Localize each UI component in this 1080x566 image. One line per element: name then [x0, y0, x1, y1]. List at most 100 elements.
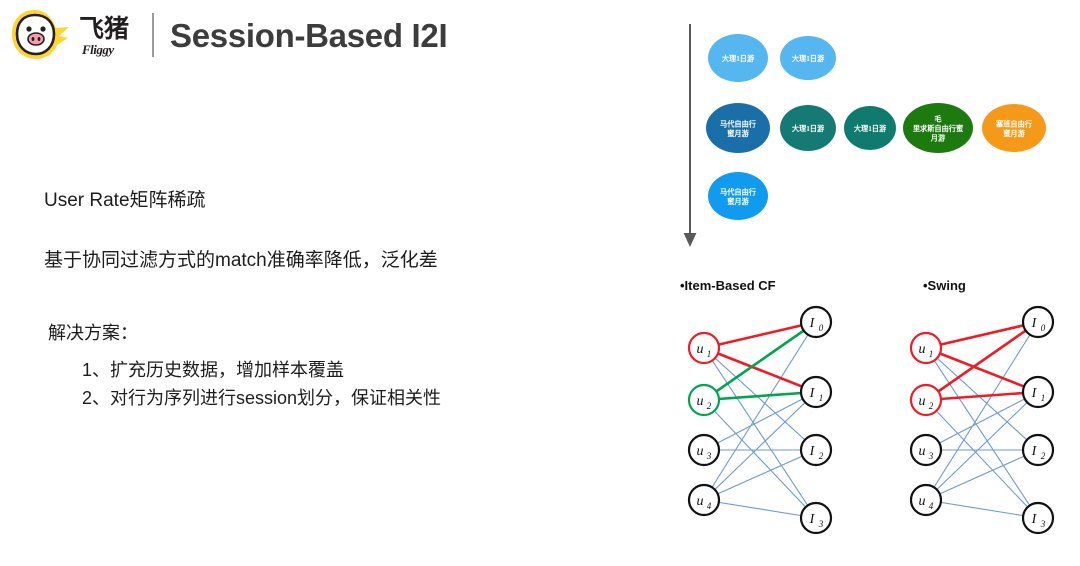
weak-edge — [925, 399, 1039, 519]
title-divider — [152, 13, 154, 57]
label-swing: •Swing — [923, 278, 966, 293]
session-node-label: 里求斯自由行蜜 — [913, 124, 963, 133]
weak-edge — [925, 347, 1039, 451]
node-subscript: 1 — [707, 349, 712, 359]
weak-edge — [925, 499, 1039, 519]
brand-en-text: Fliggy — [81, 42, 114, 57]
session-node-label: 蜜月游 — [727, 129, 749, 138]
page-header: 飞猪 Fliggy Session-Based I2I — [10, 6, 448, 64]
solution-item-2: 2、对行为序列进行session划分，保证相关性 — [82, 388, 442, 409]
weak-edge — [703, 399, 817, 519]
session-node-label: 大理1日游 — [792, 54, 825, 63]
weak-edge — [703, 449, 817, 501]
node-label: I — [809, 316, 816, 331]
node-label: I — [1031, 444, 1038, 459]
fliggy-pig-logo-icon — [10, 8, 72, 62]
node-label: u — [919, 444, 926, 459]
node-subscript: 1 — [819, 393, 824, 403]
session-node: 大理1日游 — [780, 36, 836, 80]
highlight-edge — [703, 346, 817, 394]
session-node-label: 马代自由行 — [720, 187, 757, 196]
weak-edge — [925, 391, 1039, 451]
node-subscript: 0 — [1041, 323, 1046, 333]
node-subscript: 0 — [819, 323, 824, 333]
node-label: I — [809, 386, 816, 401]
brand-cn-text: 飞猪 — [79, 15, 129, 43]
problem-statement-accuracy: 基于协同过滤方式的match准确率降低，泛化差 — [44, 249, 438, 271]
session-node-label: 蜜月游 — [1003, 129, 1025, 138]
session-sequence-diagram: 大理1日游大理1日游马代自由行蜜月游大理1日游大理1日游毛里求斯自由行蜜月游塞班… — [680, 18, 1076, 258]
node-subscript: 2 — [819, 451, 824, 461]
session-node-label: 月游 — [930, 134, 946, 143]
highlight-edge — [925, 390, 1039, 402]
weak-edge — [703, 391, 817, 501]
node-label: I — [1031, 512, 1038, 527]
node-subscript: 1 — [929, 349, 934, 359]
body-copy: User Rate矩阵稀疏 基于协同过滤方式的match准确率降低，泛化差 解决… — [44, 188, 604, 413]
problem-statement-sparsity: User Rate矩阵稀疏 — [44, 190, 206, 211]
node-subscript: 3 — [706, 451, 712, 461]
node-label: u — [919, 342, 926, 357]
weak-edge — [925, 321, 1039, 501]
solution-heading: 解决方案： — [48, 323, 138, 344]
node-label: I — [1031, 316, 1038, 331]
node-label: u — [697, 394, 704, 409]
session-node-label: 大理1日游 — [854, 124, 887, 133]
node-subscript: 2 — [1041, 451, 1046, 461]
node-label: u — [697, 494, 704, 509]
weak-edge — [703, 321, 817, 501]
node-label: I — [809, 444, 816, 459]
node-subscript: 4 — [707, 501, 712, 511]
highlight-edge — [925, 320, 1039, 350]
fliggy-wordmark: 飞猪 Fliggy — [78, 9, 140, 61]
node-label: u — [919, 394, 926, 409]
node-subscript: 3 — [1040, 519, 1046, 529]
session-node: 大理1日游 — [844, 106, 896, 150]
node-subscript: 2 — [929, 401, 934, 411]
weak-edge — [703, 347, 817, 519]
solution-item-1: 1、扩充历史数据，增加样本覆盖 — [82, 360, 345, 381]
node-subscript: 3 — [928, 451, 934, 461]
node-label: u — [697, 444, 704, 459]
node-subscript: 2 — [707, 401, 712, 411]
node-label: u — [697, 342, 704, 357]
weak-edge — [703, 499, 817, 519]
session-node-label: 毛 — [934, 115, 942, 124]
session-node-group: 大理1日游大理1日游马代自由行蜜月游大理1日游大理1日游毛里求斯自由行蜜月游塞班… — [706, 34, 1046, 220]
highlight-edge — [703, 320, 817, 402]
weak-edge — [925, 347, 1039, 519]
node-label: I — [1031, 386, 1038, 401]
label-item-based-cf: •Item-Based CF — [680, 278, 776, 293]
highlight-edge — [925, 346, 1039, 394]
highlight-edge — [703, 390, 817, 402]
highlight-edge — [925, 320, 1039, 402]
weak-edge — [703, 391, 817, 451]
session-node-label: 大理1日游 — [792, 124, 825, 133]
session-node-label: 马代自由行 — [720, 119, 757, 128]
node-label: I — [809, 512, 816, 527]
session-node-label: 蜜月游 — [727, 197, 749, 206]
session-node-label: 大理1日游 — [722, 54, 755, 63]
weak-edge — [925, 449, 1039, 501]
node-label: u — [919, 494, 926, 509]
